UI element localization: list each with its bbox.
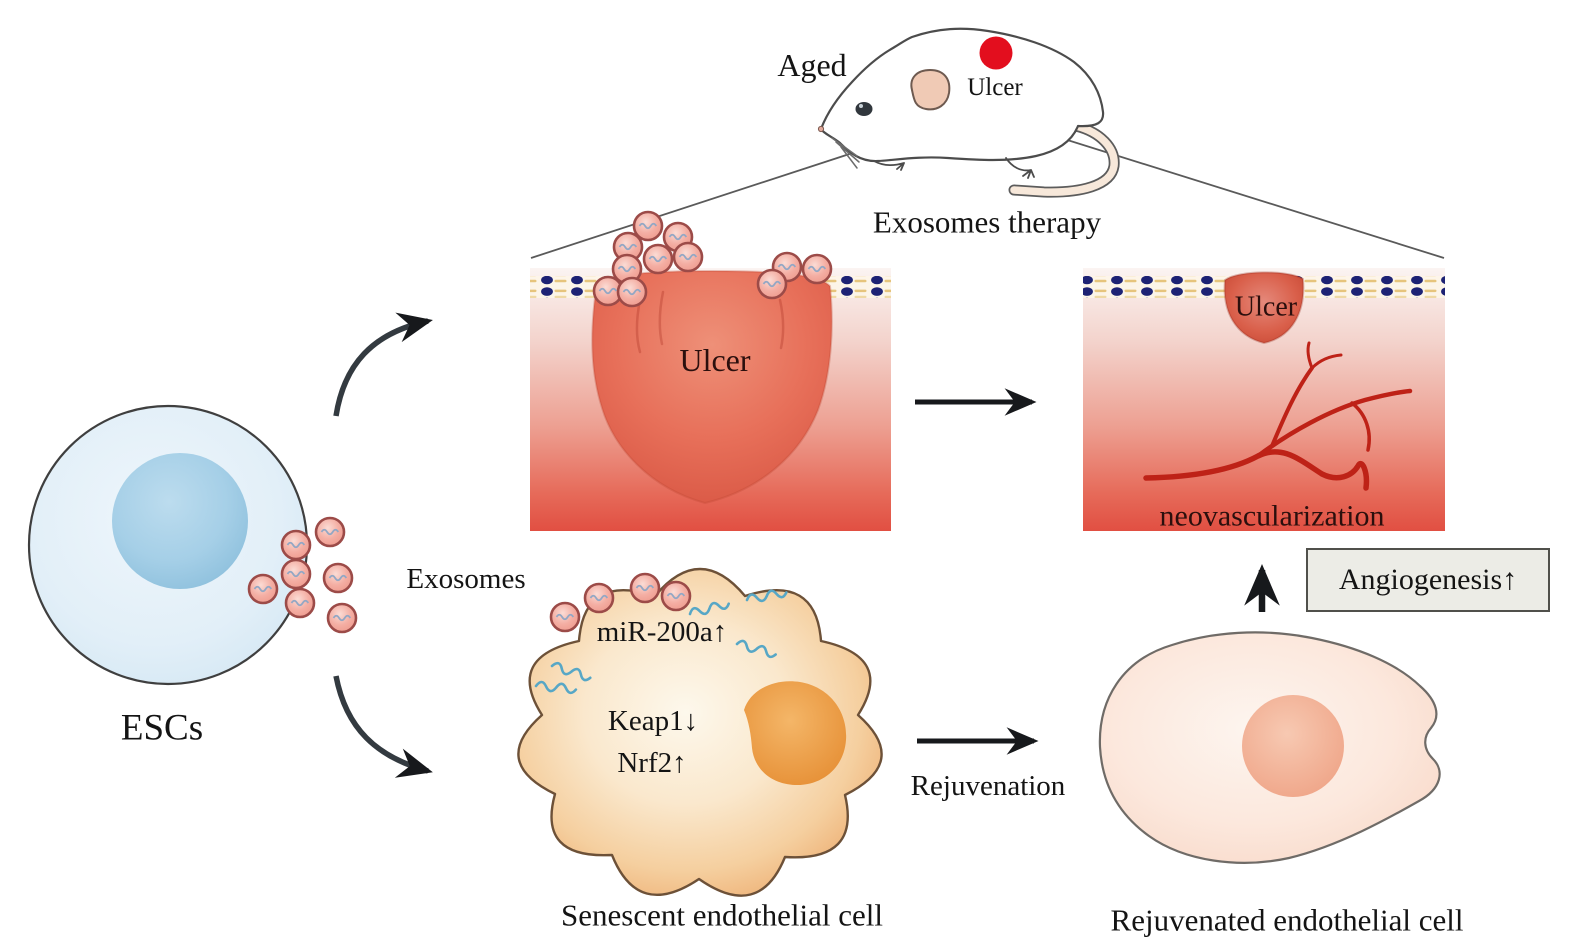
- senescent-cell: [517, 567, 883, 897]
- exosome-icon: [629, 572, 661, 604]
- exosome-icon: [756, 268, 788, 300]
- senescent-nucleus: [744, 681, 847, 786]
- ulcer-panel-before: [530, 210, 891, 531]
- ulcer-spot: [979, 36, 1013, 70]
- exosome-icon: [583, 582, 615, 614]
- exosome-icon: [642, 243, 674, 275]
- mouse-ear: [910, 68, 951, 111]
- exosome-icon: [284, 587, 316, 619]
- label-angiogenesis: Angiogenesis↑: [1338, 563, 1518, 596]
- exosome-icon: [247, 573, 279, 605]
- mouse-nose: [817, 125, 825, 133]
- rejuvenated-nucleus: [1242, 695, 1344, 797]
- label-exosomes-therapy: Exosomes therapy: [872, 204, 1102, 240]
- mouse-front-paw: [1005, 157, 1035, 179]
- arrows: [333, 312, 1280, 778]
- arrow-curved-top: [333, 312, 433, 417]
- mouse-illustration: [817, 27, 1120, 198]
- label-neovascularization: neovascularization: [1159, 499, 1385, 533]
- exosome-icon: [280, 558, 312, 590]
- exosome-icon: [314, 516, 346, 548]
- ulcer-panel-after: [1083, 268, 1445, 531]
- exosome-icon: [616, 276, 648, 308]
- label-mouse-ulcer: Ulcer: [967, 73, 1023, 101]
- caption-senescent-cell: Senescent endothelial cell: [561, 897, 883, 933]
- label-nrf2: Nrf2↑: [617, 746, 687, 779]
- label-escs: ESCs: [120, 707, 204, 749]
- label-keap1: Keap1↓: [607, 704, 699, 737]
- residual-ulcer-dome: [1223, 271, 1305, 345]
- senescent-cell-body: [517, 567, 883, 897]
- label-aged: Aged: [777, 47, 847, 84]
- escs-nucleus: [112, 453, 248, 589]
- exosome-icon: [660, 580, 692, 612]
- ulcer-blob: [591, 269, 833, 505]
- exosome-icon: [280, 529, 312, 561]
- label-exosomes: Exosomes: [406, 562, 526, 595]
- caption-rejuvenated-cell: Rejuvenated endothelial cell: [1110, 902, 1464, 938]
- escs-cell: [27, 404, 358, 686]
- exosome-icon: [549, 601, 581, 633]
- mouse-whiskers: [831, 137, 860, 169]
- mouse-eye-highlight: [859, 104, 863, 108]
- arrow-curved-bottom: [333, 675, 433, 778]
- vessel-branches: [1143, 341, 1413, 491]
- exosome-icon: [672, 241, 704, 273]
- exosome-icon: [322, 562, 354, 594]
- label-rejuvenation: Rejuvenation: [910, 769, 1066, 802]
- mouse-eye: [855, 102, 873, 116]
- mouse-hind-paw: [873, 160, 905, 171]
- label-ulcer-before: Ulcer: [679, 342, 751, 379]
- exosome-icon: [801, 253, 833, 285]
- angiogenesis-box: Angiogenesis↑: [1306, 548, 1550, 612]
- label-mir-200a: miR-200a↑: [596, 615, 728, 648]
- mouse-body: [819, 27, 1105, 163]
- mouse-tail: [1008, 120, 1120, 198]
- label-ulcer-after: Ulcer: [1234, 291, 1298, 323]
- exosome-icon: [326, 602, 358, 634]
- rejuvenated-cell: [1098, 631, 1441, 864]
